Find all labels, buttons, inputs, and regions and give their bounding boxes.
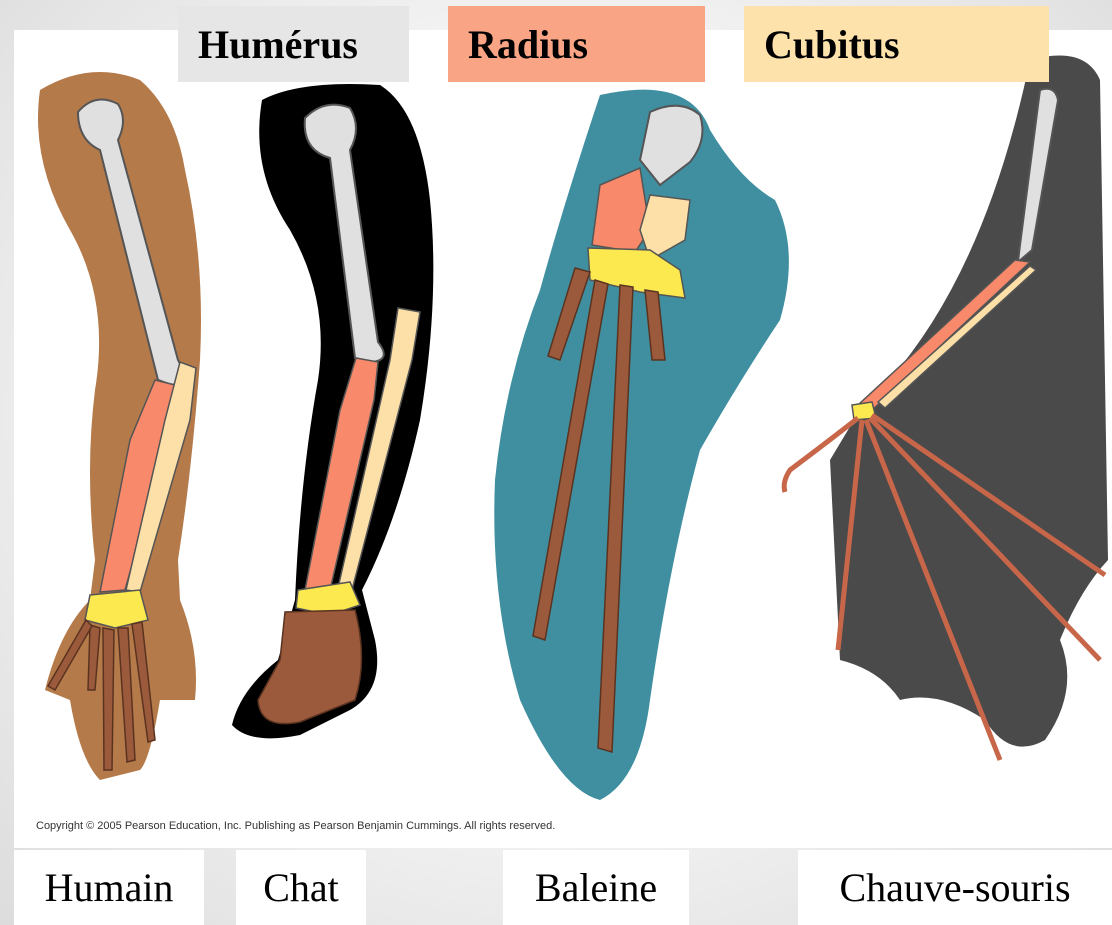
label-humerus: Humérus <box>178 6 409 82</box>
whale-flipper <box>494 90 789 800</box>
human-arm <box>38 72 201 780</box>
caption-whale: Baleine <box>503 850 689 925</box>
caption-bat: Chauve-souris <box>798 850 1112 925</box>
copyright-notice: Copyright © 2005 Pearson Education, Inc.… <box>36 820 555 832</box>
label-cubitus: Cubitus <box>744 6 1049 82</box>
caption-cat: Chat <box>236 850 366 925</box>
cat-leg <box>232 84 433 738</box>
label-radius: Radius <box>448 6 705 82</box>
bat-wing <box>784 56 1108 761</box>
caption-human: Humain <box>14 850 204 925</box>
